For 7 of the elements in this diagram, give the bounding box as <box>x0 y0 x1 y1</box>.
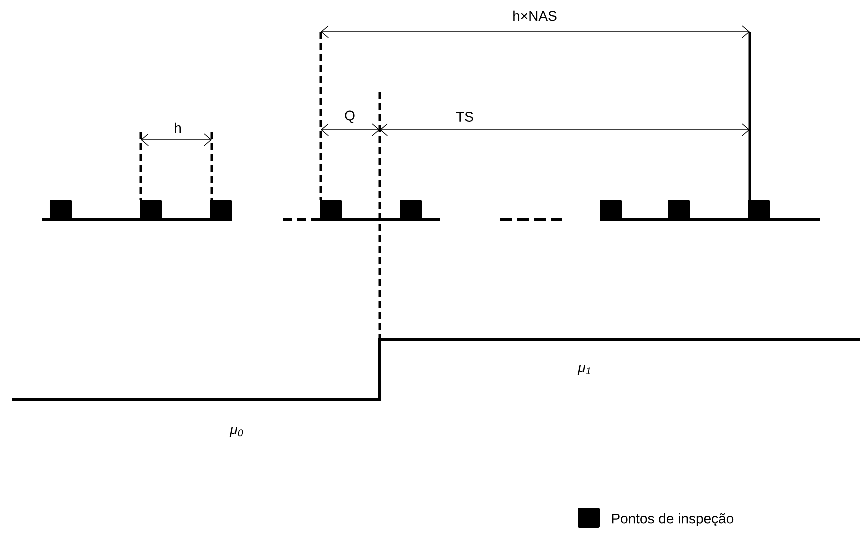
dimension-label: h×NAS <box>514 10 557 22</box>
dimension-label: h <box>175 122 181 134</box>
mean-label: μ$_{1}$ <box>578 364 590 376</box>
mean-label: μ$_{0}$ <box>230 426 244 438</box>
legend-label: Pontos de inspeção <box>612 513 734 527</box>
dimension-label: TS <box>456 112 474 122</box>
dimension-label: Q <box>345 110 355 124</box>
